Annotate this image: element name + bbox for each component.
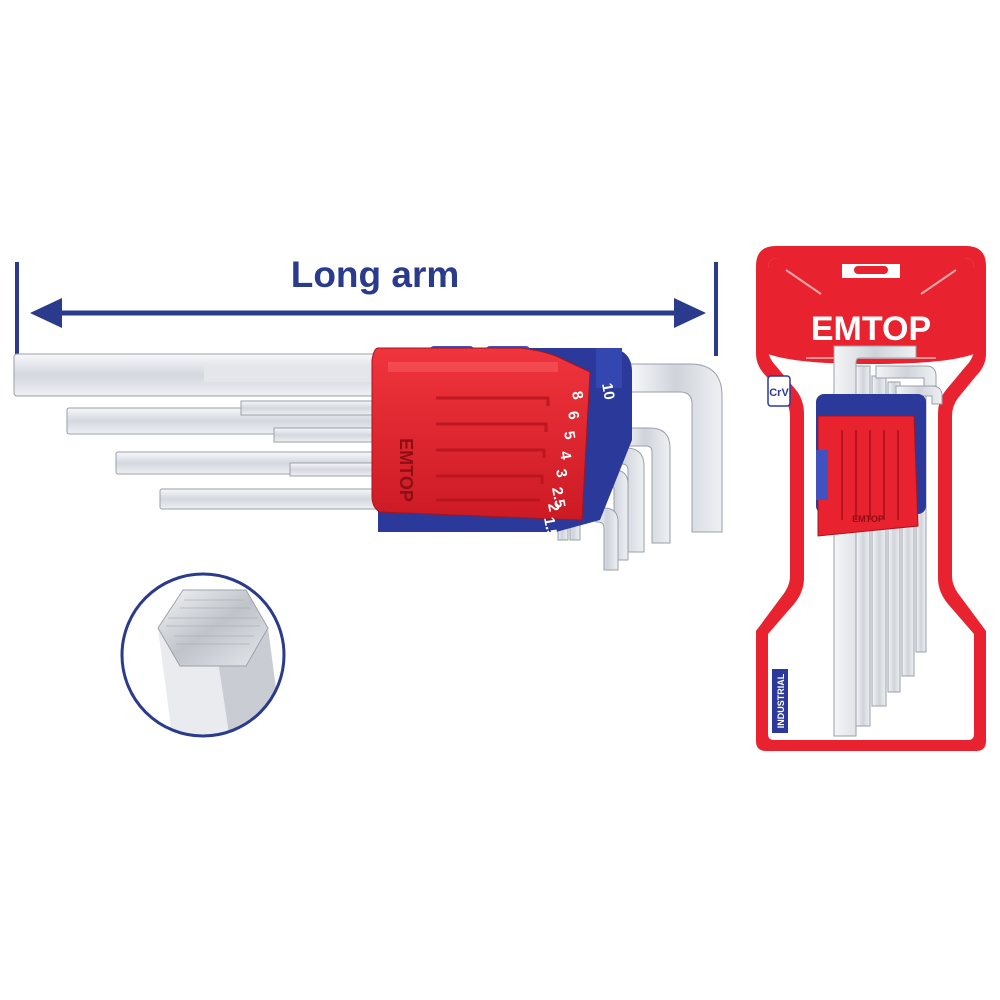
size-label: 4	[556, 450, 574, 462]
size-label: 8	[568, 390, 586, 401]
holder-brand: EMTOP	[396, 438, 416, 502]
size-label: 2	[544, 502, 562, 513]
long-arm-label: Long arm	[290, 254, 460, 295]
package-brand: EMTOP	[811, 310, 931, 348]
package-holder-brand: EMTOP	[852, 514, 884, 524]
size-label: 2.5	[548, 486, 568, 509]
grade-badge: INDUSTRIAL	[776, 673, 786, 728]
size-labels: 10 8 6 5 4 3 2.5 2 1.5	[540, 382, 618, 539]
material-badge: CrV	[769, 387, 789, 399]
size-label: 10	[598, 382, 618, 401]
size-label: 6	[564, 410, 582, 421]
size-label: 5	[560, 430, 578, 441]
size-label: 3	[552, 468, 570, 479]
hex-tip-closeup	[120, 572, 286, 738]
package-card: EMTOP CrV EMTOP INDUSTRIAL	[756, 246, 986, 751]
long-arms	[13, 353, 401, 510]
size-label: 1.5	[540, 516, 560, 539]
